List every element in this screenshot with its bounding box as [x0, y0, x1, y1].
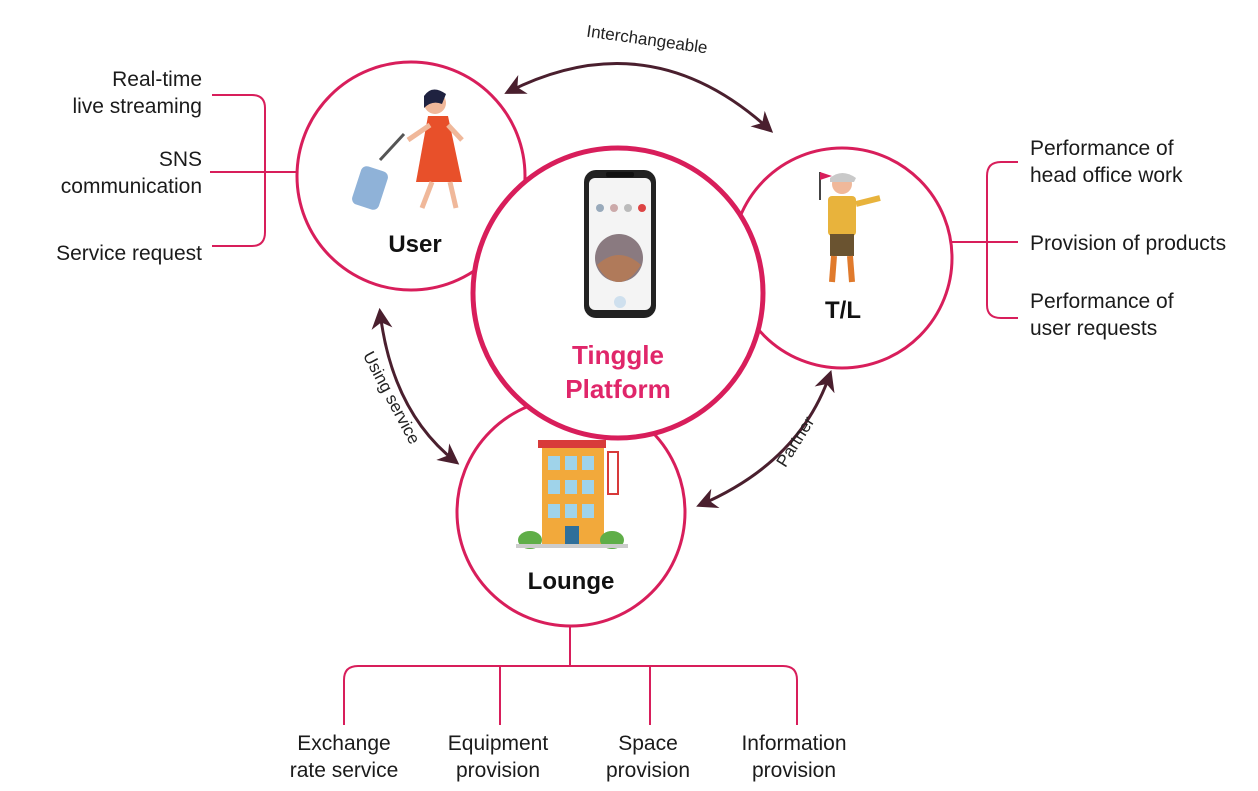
using-service-arrow: [371, 307, 460, 465]
smartphone-app-icon: [584, 170, 656, 318]
lounge-functions-bracket: [343, 622, 798, 725]
user-function-item: Service request: [56, 242, 202, 265]
tl-function-item: Provision of products: [1030, 232, 1227, 255]
platform-title-line2: Platform: [565, 374, 671, 404]
tour-guide-illustration: [819, 172, 881, 283]
lounge-node-label: Lounge: [527, 568, 615, 595]
platform-title: Tinggle Platform: [548, 338, 688, 406]
user-node-label: User: [388, 231, 442, 258]
tl-node-label: T/L: [825, 297, 861, 324]
platform-title-line1: Tinggle: [572, 340, 664, 370]
tl-functions-bracket: [950, 161, 1018, 319]
interchangeable-arrow: [504, 62, 774, 133]
traveler-woman-illustration: [352, 89, 464, 210]
user-node-circle: [295, 60, 527, 292]
partner-arrow: [696, 370, 835, 509]
lounge-building-illustration: [516, 440, 628, 549]
user-functions-bracket: [210, 94, 302, 247]
